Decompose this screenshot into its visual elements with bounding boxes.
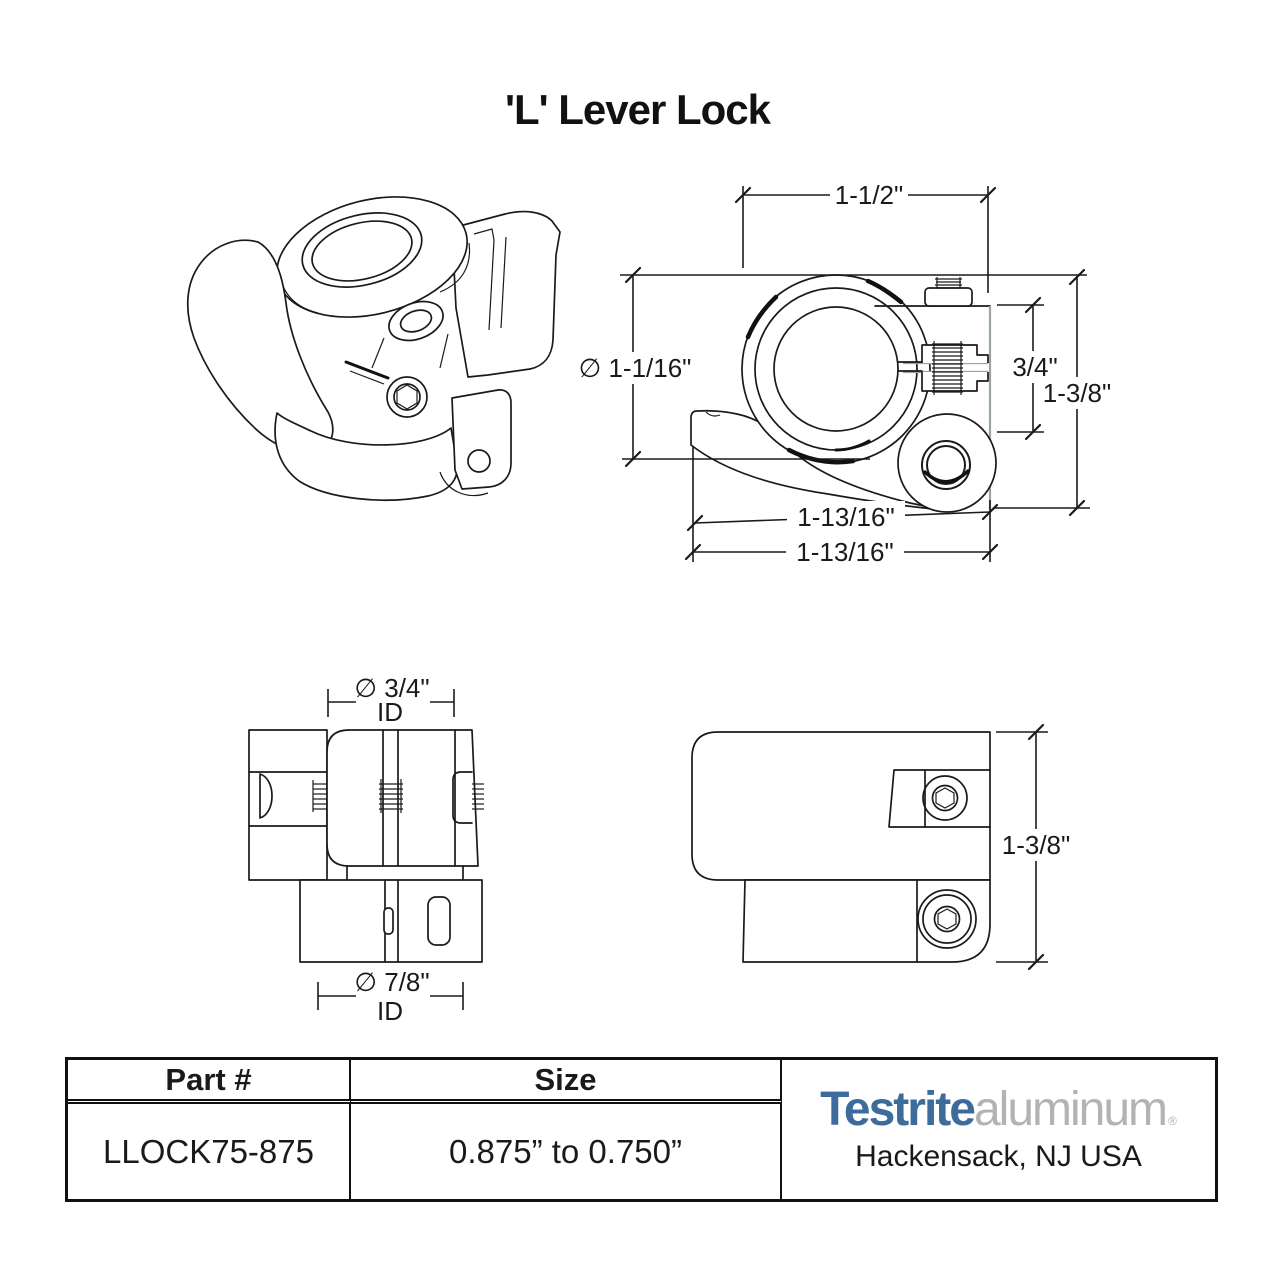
registered-trademark-icon: ®	[1168, 1113, 1177, 1128]
side-view-dimensions: 1-3/8"	[996, 723, 1071, 971]
dim-section-top-id: ∅ 3/4"	[354, 673, 429, 703]
isometric-view	[186, 196, 561, 501]
dim-front-bore: ∅ 1-1/16"	[579, 353, 692, 383]
page-title: 'L' Lever Lock	[504, 86, 771, 133]
dim-front-lever-reach: 1-13/16"	[797, 502, 894, 532]
spec-table-header-size: Size	[351, 1060, 782, 1104]
spec-table-header-part: Part #	[68, 1060, 351, 1104]
dim-front-overall-width: 1-13/16"	[796, 537, 893, 567]
front-view-dimensions: 1-1/2" ∅ 1-1/16" 3/4" 1-3/8"	[579, 179, 1114, 568]
spec-table-part-number: LLOCK75-875	[68, 1104, 351, 1199]
brand-location: Hackensack, NJ USA	[855, 1139, 1142, 1173]
dim-front-overall-height: 1-3/8"	[1043, 378, 1112, 408]
dim-front-width: 1-1/2"	[835, 180, 904, 210]
dim-side-overall-height: 1-3/8"	[1002, 830, 1071, 860]
dim-section-bottom-id: ∅ 7/8"	[354, 967, 429, 997]
dim-section-top-id-label: ID	[377, 697, 403, 727]
section-view-dimensions: ∅ 3/4" ID ∅ 7/8" ID	[317, 673, 464, 1026]
dim-section-bottom-id-label: ID	[377, 996, 403, 1026]
section-view: ∅ 3/4" ID ∅ 7/8" ID	[248, 673, 484, 1026]
brand-name-primary: Testrite	[820, 1082, 976, 1136]
front-view: 1-1/2" ∅ 1-1/16" 3/4" 1-3/8"	[579, 179, 1114, 568]
side-view: 1-3/8"	[691, 723, 1071, 971]
spec-table-size-value: 0.875” to 0.750”	[351, 1104, 782, 1199]
brand-name-secondary: aluminum	[973, 1082, 1168, 1136]
